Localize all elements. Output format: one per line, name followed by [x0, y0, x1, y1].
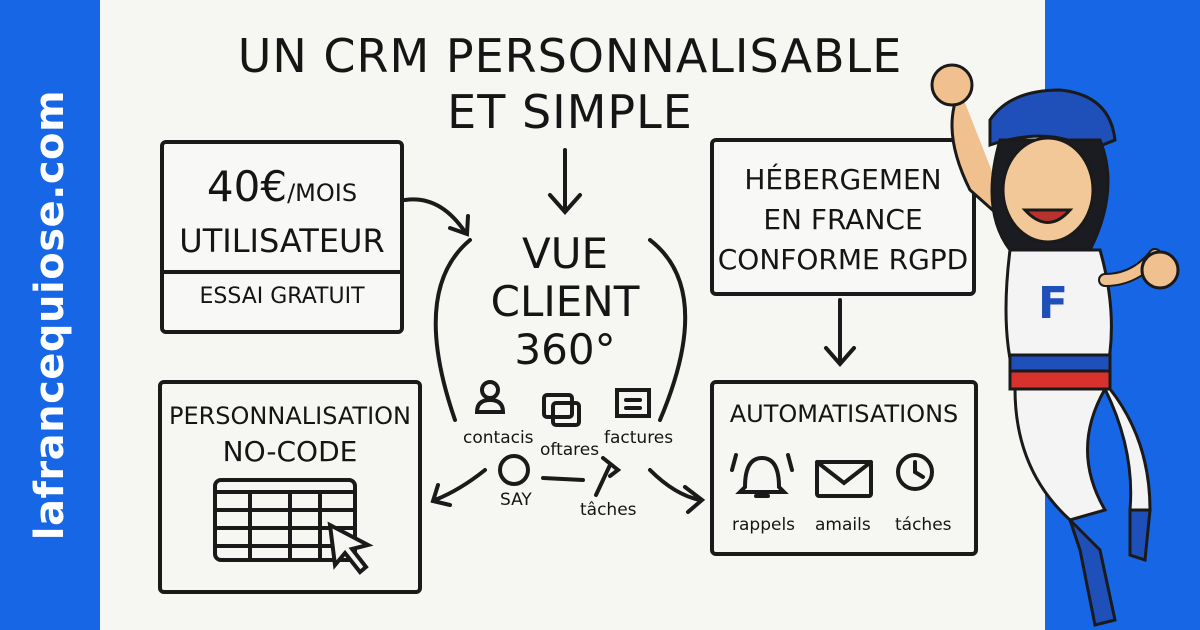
dash-line	[541, 476, 585, 482]
center-arc	[433, 238, 688, 422]
hammer-icon	[594, 456, 622, 497]
arrow-hosting-to-automation	[824, 298, 856, 368]
center-line-3: 360°	[514, 325, 616, 374]
user-icon	[474, 380, 506, 414]
title-line-2: ET SIMPLE	[447, 85, 693, 139]
automation-box: AUTOMATISATIONS	[710, 380, 978, 556]
center-item-label: SAY	[500, 490, 532, 510]
center-item-label: tâches	[580, 500, 637, 520]
title-line-1: UN CRM PERSONNALISABLE	[237, 29, 903, 83]
free-trial-label: ESSAI GRATUIT	[199, 284, 365, 309]
center-line-1: VUE	[521, 229, 608, 278]
spreadsheet-cursor-icon	[213, 478, 374, 575]
nocode-line-2: NO-CODE	[222, 435, 358, 468]
automation-item-label: amails	[815, 515, 871, 535]
automation-title: AUTOMATISATIONS	[729, 400, 959, 428]
automation-item-label: rappels	[732, 515, 796, 535]
automation-item-label: táches	[895, 515, 952, 535]
price-box: 40€/MOIS UTILISATEUR ESSAI GRATUIT	[160, 140, 404, 334]
price-unit: UTILISATEUR	[179, 222, 385, 260]
hosting-line-1: HÉBERGEMEN	[744, 163, 942, 196]
center-item-label: factures	[604, 428, 674, 448]
price-value: 40€	[206, 162, 288, 211]
mascot-shirt-letter: F	[1038, 278, 1068, 329]
arrow-center-to-automation	[648, 468, 706, 514]
clock-icon	[896, 453, 934, 491]
nocode-box: PERSONNALISATION NO-CODE	[158, 380, 422, 594]
invoice-icon	[615, 388, 651, 418]
stacked-windows-icon	[542, 393, 581, 427]
center-title: VUE CLIENT 360°	[470, 230, 660, 374]
hosting-box: HÉBERGEMEN EN FRANCE CONFORME RGPD	[710, 138, 976, 296]
arrow-title-to-center	[548, 148, 582, 216]
nocode-line-1: PERSONNALISATION	[168, 402, 412, 430]
arrow-price-to-center	[403, 197, 470, 237]
mascot-illustration: F	[930, 63, 1180, 627]
arrow-center-to-nocode	[430, 468, 487, 507]
center-item-label: contacis	[463, 428, 534, 448]
price: 40€/MOIS	[164, 162, 400, 211]
page-title: UN CRM PERSONNALISABLE ET SIMPLE	[200, 28, 940, 140]
divider	[164, 270, 400, 274]
center-item-label: oftares	[540, 440, 600, 460]
bell-icon	[730, 453, 794, 498]
circle-icon	[498, 454, 530, 486]
left-brand-band	[0, 0, 100, 630]
center-line-2: CLIENT	[490, 277, 640, 326]
hosting-line-2: EN FRANCE	[763, 203, 923, 236]
hosting-line-3: CONFORME RGPD	[717, 243, 969, 276]
price-period: /MOIS	[287, 179, 358, 207]
envelope-icon	[815, 460, 873, 498]
